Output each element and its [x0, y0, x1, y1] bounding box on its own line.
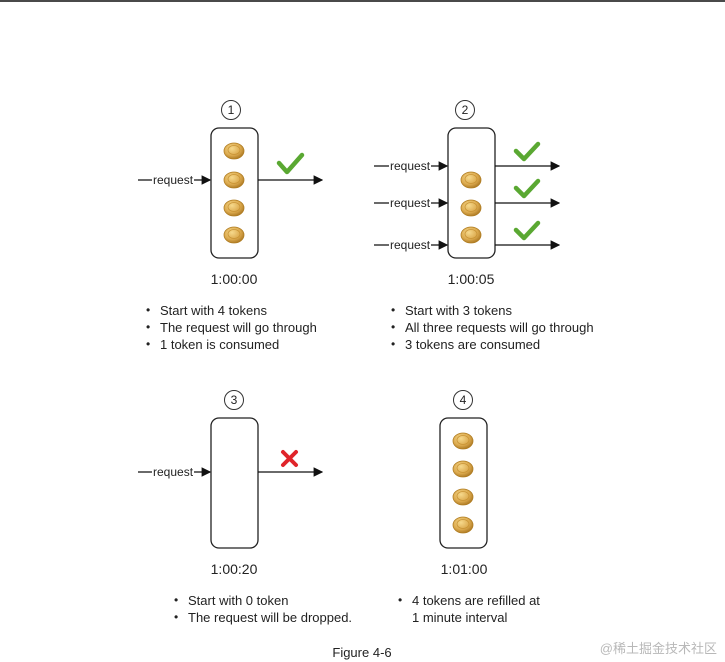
bullet-list: •Start with 4 tokens •The request will g…	[146, 302, 317, 353]
watermark: @稀土掘金技术社区	[599, 641, 717, 656]
token-coin	[223, 199, 245, 217]
bullet-list: •4 tokens are refilled at 1 minute inter…	[398, 592, 540, 626]
bucket	[439, 417, 488, 549]
bullet-item: •Start with 4 tokens	[146, 303, 267, 318]
token-coin	[223, 171, 245, 189]
token-coin	[452, 460, 474, 478]
bullet-item: •The request will go through	[146, 320, 317, 335]
panel-1	[138, 127, 324, 259]
token-coin	[460, 226, 482, 244]
check-icon	[513, 141, 541, 162]
top-border-line	[0, 0, 725, 2]
panel-4	[439, 417, 488, 549]
request-label: request	[389, 196, 432, 210]
bullet-list: •Start with 0 token •The request will be…	[174, 592, 352, 626]
request-label: request	[389, 238, 432, 252]
token-coin	[452, 516, 474, 534]
token-coin	[223, 142, 245, 160]
bucket	[210, 127, 259, 259]
token-coin	[460, 171, 482, 189]
bullet-item: •4 tokens are refilled at	[398, 593, 540, 608]
step-number: 1	[221, 100, 241, 120]
bullet-list: •Start with 3 tokens •All three requests…	[391, 302, 594, 353]
bucket	[447, 127, 496, 259]
timestamp: 1:00:05	[447, 271, 495, 287]
panel-2	[374, 127, 561, 259]
request-label: request	[389, 159, 432, 173]
timestamp: 1:01:00	[440, 561, 488, 577]
step-number: 3	[224, 390, 244, 410]
figure-caption: Figure 4-6	[332, 645, 392, 660]
timestamp: 1:00:20	[210, 561, 258, 577]
timestamp: 1:00:00	[210, 271, 258, 287]
token-coin	[452, 432, 474, 450]
bullet-item: •3 tokens are consumed	[391, 337, 541, 352]
request-label: request	[152, 465, 195, 479]
check-icon	[276, 152, 305, 175]
bullet-item: 1 minute interval	[412, 610, 508, 625]
token-coin	[452, 488, 474, 506]
bullet-item: •All three requests will go through	[391, 320, 594, 335]
token-coin	[223, 226, 245, 244]
step-number: 2	[455, 100, 475, 120]
check-icon	[513, 220, 541, 241]
check-icon	[513, 178, 541, 199]
step-number: 4	[453, 390, 473, 410]
bullet-item: •Start with 0 token	[174, 593, 289, 608]
bullet-item: •1 token is consumed	[146, 337, 280, 352]
cross-icon	[281, 450, 298, 467]
panel-3	[138, 417, 324, 549]
bullet-item: •Start with 3 tokens	[391, 303, 512, 318]
request-label: request	[152, 173, 195, 187]
bullet-item: •The request will be dropped.	[174, 610, 353, 625]
bucket	[210, 417, 259, 549]
token-coin	[460, 199, 482, 217]
